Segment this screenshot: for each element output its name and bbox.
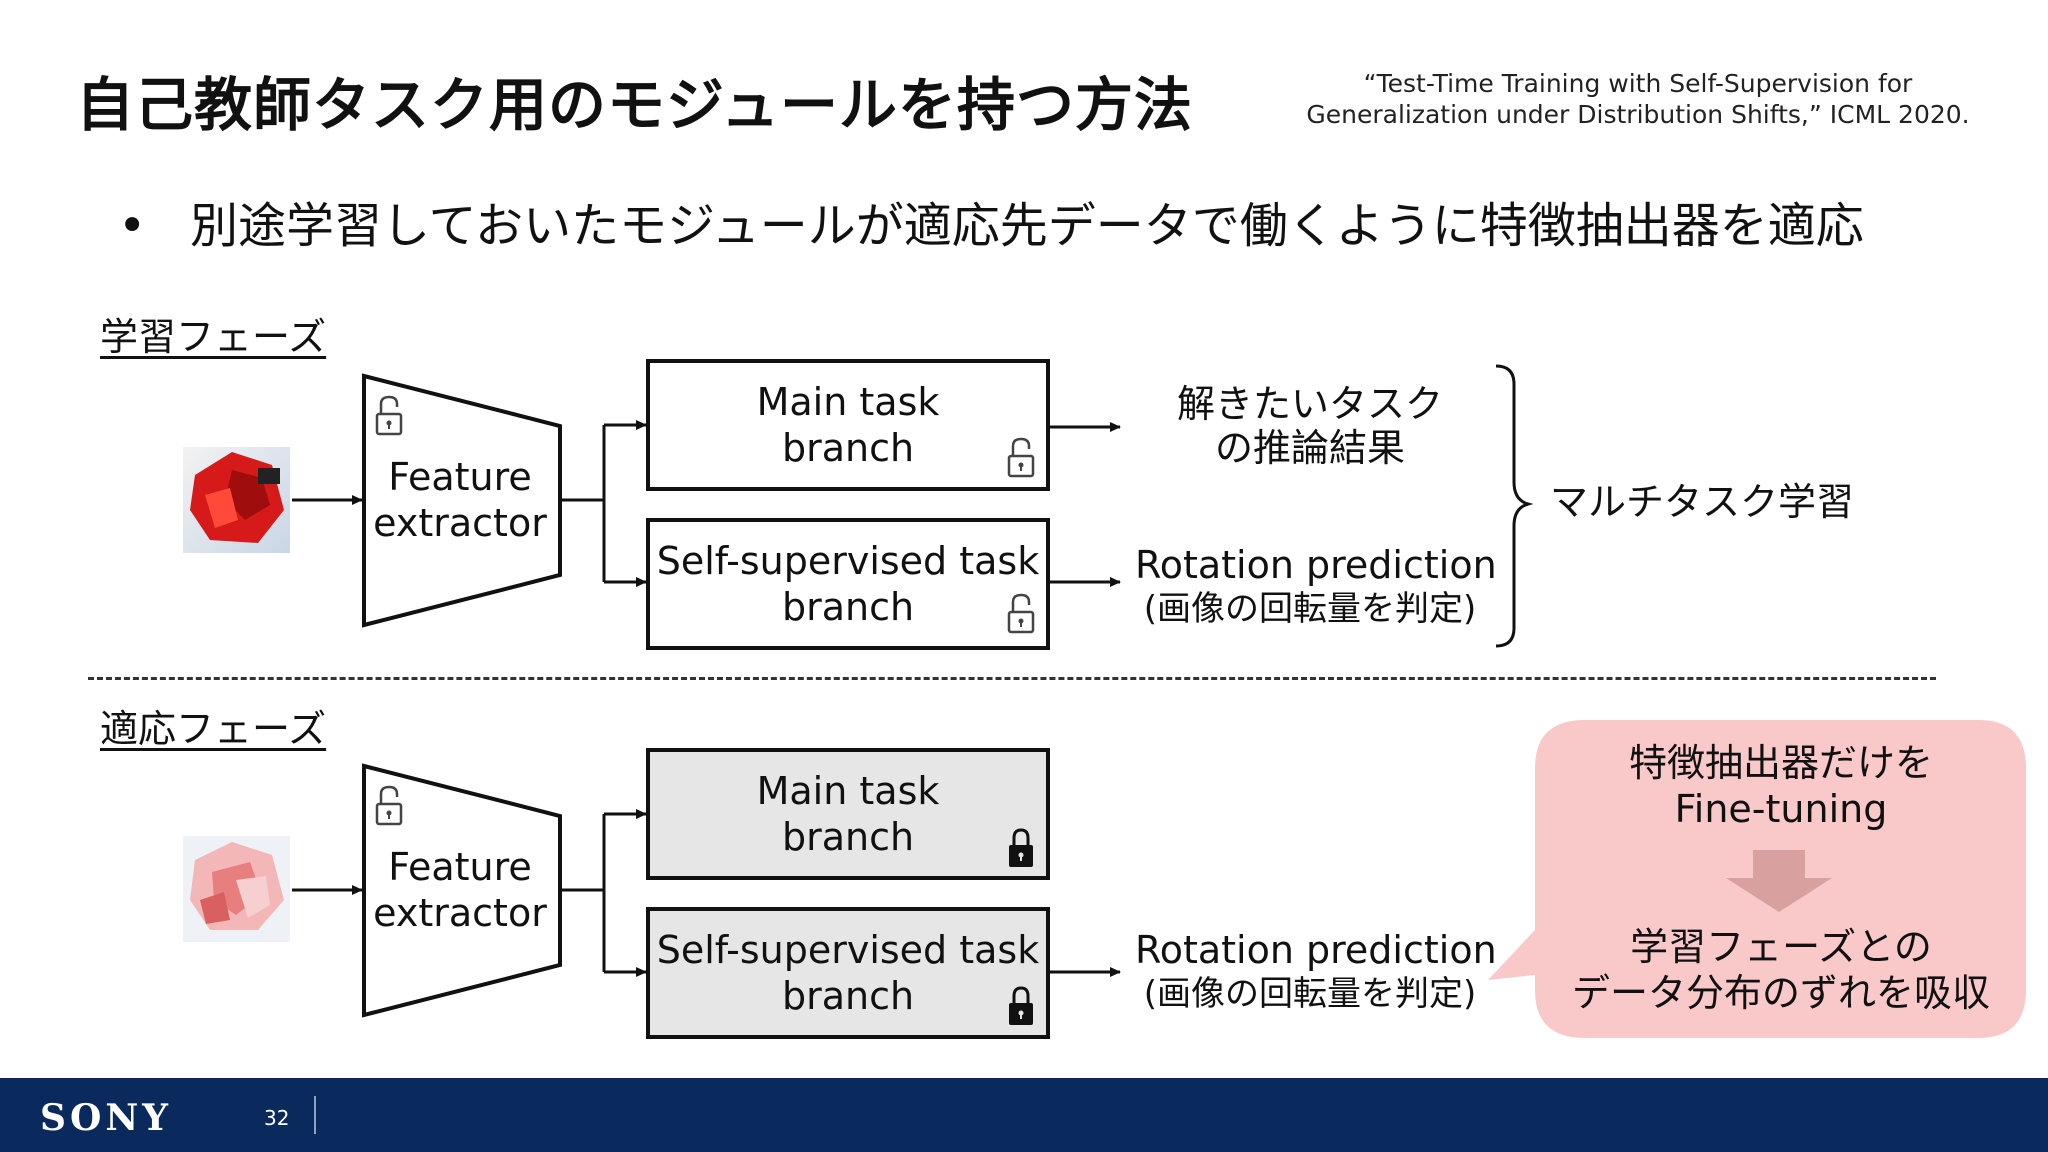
footer-bar	[0, 1078, 2048, 1152]
sony-logo: SONY	[40, 1097, 172, 1139]
unlocked-icon	[1007, 437, 1035, 478]
box-line: Self-supervised task	[656, 539, 1040, 583]
training-ssl-output: Rotation prediction (画像の回転量を判定)	[1135, 543, 1497, 631]
box-line: Self-supervised task	[656, 928, 1040, 972]
callout-line: 学習フェーズとの	[1630, 925, 1932, 969]
output-line: Rotation prediction	[1135, 928, 1497, 972]
output-line: (画像の回転量を判定)	[1143, 974, 1477, 1014]
adaptation-main-task-branch: Main task branch	[646, 748, 1050, 880]
callout-bottom-text: 学習フェーズとの データ分布のずれを吸収	[1536, 924, 2026, 1016]
adaptation-input-image	[183, 836, 290, 942]
unlocked-icon	[375, 395, 403, 436]
multitask-brace	[1495, 364, 1534, 648]
unlocked-icon	[375, 785, 403, 826]
output-line: Rotation prediction	[1135, 543, 1497, 587]
multitask-learning-label: マルチタスク学習	[1550, 480, 1855, 524]
training-phase-label: 学習フェーズ	[100, 315, 327, 359]
callout-line: データ分布のずれを吸収	[1571, 971, 1990, 1015]
training-feature-extractor-shape	[362, 373, 562, 628]
bullet-point: • 別途学習しておいたモジュールが適応先データで働くように特徴抽出器を適応	[118, 186, 1864, 256]
citation: “Test-Time Training with Self-Supervisio…	[1306, 69, 1970, 129]
adaptation-ssl-output: Rotation prediction (画像の回転量を判定)	[1135, 928, 1497, 1016]
down-arrow-icon	[1726, 850, 1832, 912]
adaptation-ssl-task-branch: Self-supervised task branch	[646, 907, 1050, 1039]
adaptation-feature-extractor: Feature extractor	[373, 845, 547, 935]
output-line: 解きたいタスク	[1176, 382, 1443, 426]
output-line: の推論結果	[1214, 426, 1405, 470]
locked-icon	[1009, 986, 1033, 1025]
box-line: branch	[781, 426, 915, 470]
adaptation-phase-label: 適応フェーズ	[100, 707, 327, 751]
box-line: Main task	[756, 380, 940, 424]
box-line: branch	[781, 815, 915, 859]
footer-separator	[314, 1096, 316, 1134]
locked-icon	[1009, 828, 1033, 867]
bullet-text: 別途学習しておいたモジュールが適応先データで働くように特徴抽出器を適応	[190, 198, 1864, 254]
adaptation-feature-extractor-shape	[362, 763, 562, 1018]
training-input-image	[183, 447, 290, 553]
training-main-task-branch: Main task branch	[646, 359, 1050, 491]
box-line: Main task	[756, 769, 940, 813]
box-line: branch	[781, 585, 915, 629]
page-number: 32	[264, 1106, 290, 1130]
box-line: branch	[781, 974, 915, 1018]
callout-line: Fine-tuning	[1674, 787, 1888, 831]
unlocked-icon	[1007, 593, 1035, 634]
bullet-dot: •	[118, 198, 147, 254]
main-task-output: 解きたいタスク の推論結果	[1140, 382, 1480, 470]
slide-title: 自己教師タスク用のモジュールを持つ方法	[76, 71, 1193, 139]
training-ssl-task-branch: Self-supervised task branch	[646, 518, 1050, 650]
callout-line: 特徴抽出器だけを	[1628, 741, 1933, 785]
callout-top-text: 特徴抽出器だけを Fine-tuning	[1536, 740, 2026, 832]
training-feature-extractor: Feature extractor	[373, 455, 547, 545]
phase-divider	[88, 677, 1936, 680]
output-line: (画像の回転量を判定)	[1143, 589, 1477, 629]
